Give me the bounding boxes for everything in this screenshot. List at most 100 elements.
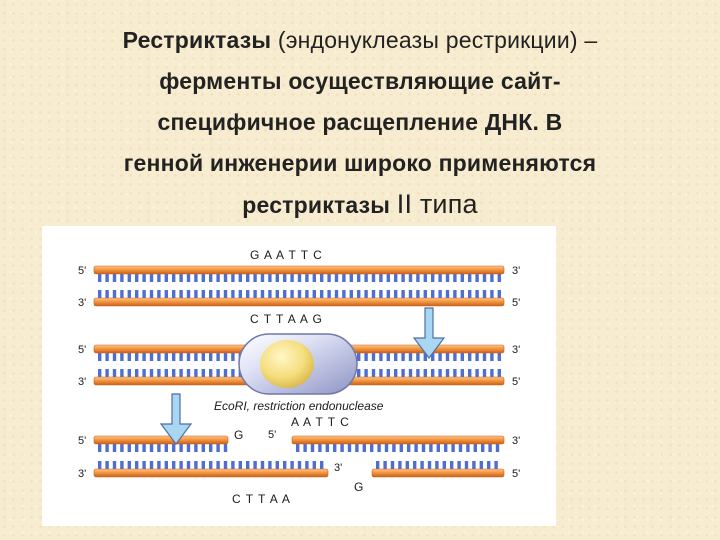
base-pair-tick [371,353,376,361]
base-pair-tick [416,369,420,377]
base-pair-tick [445,290,450,298]
base-pair-tick [157,444,161,452]
base-pair-tick [268,290,272,298]
base-pair-tick [157,290,161,298]
base-pair-tick [394,290,398,298]
base-pair-tick [407,444,411,452]
base-pair-tick [490,290,494,298]
base-pair-tick [179,274,183,282]
cut-arrow-down-icon [412,307,446,359]
base-pair-tick [142,444,146,452]
base-pair-tick [179,353,183,361]
base-pair-tick [120,461,124,469]
base-pair-tick [394,353,398,361]
base-pair-tick [209,461,213,469]
base-pair-tick [305,274,309,282]
base-pair-tick [487,461,491,469]
base-pair-tick [172,369,176,377]
base-pair-tick [377,444,381,452]
title-line-5-type: типа [412,189,478,219]
enzyme-active-site [260,340,314,388]
base-pair-tick [305,461,309,469]
strand-end-label: 5' [512,376,520,388]
base-pair-tick [475,274,479,282]
base-pair-tick [268,274,272,282]
base-pair-tick [497,274,501,282]
base-pair-tick [468,290,472,298]
base-pair-tick [194,353,198,361]
base-pair-tick [209,353,213,361]
backbone [371,468,505,478]
base-pair-tick [149,369,154,377]
base-pair-tick [112,290,117,298]
base-pair-tick [438,353,442,361]
base-pair-tick [164,274,168,282]
base-pair-tick [149,353,154,361]
base-pair-tick [105,461,109,469]
base-pair-tick [349,290,353,298]
base-pair-tick [475,290,479,298]
base-pair-tick [216,274,220,282]
base-pair-tick [408,290,413,298]
base-pair-tick [172,274,176,282]
base-pair-tick [223,353,228,361]
base-pair-tick [231,353,235,361]
base-pair-tick [379,353,383,361]
base-pair-tick [445,274,450,282]
base-pair-tick [405,461,409,469]
backbone [93,297,505,307]
base-pair-tick [142,461,146,469]
base-pair-tick [98,290,102,298]
title-line-4: генной инженерии широко применяются [123,150,597,176]
base-pair-tick [408,369,413,377]
base-pair-tick [164,290,168,298]
base-pair-tick [357,290,361,298]
base-pair-tick [142,369,146,377]
base-pair-tick [453,353,457,361]
base-pair-tick [135,369,139,377]
base-pair-tick [371,274,376,282]
title-line-5: рестриктазы II типа [10,184,710,226]
base-pair-tick [401,274,405,282]
cut-arrow-down-left-icon [159,393,193,445]
base-pair-tick [460,353,464,361]
base-pair-tick [253,290,257,298]
base-pair-tick [482,353,487,361]
base-pair-tick [275,290,279,298]
base-pair-tick [246,290,250,298]
base-pair-tick [275,461,279,469]
base-pair-tick [464,461,469,469]
base-pair-tick [209,290,213,298]
base-pair-tick [135,353,139,361]
base-pair-tick [357,369,361,377]
base-pair-tick [438,274,442,282]
base-pair-tick [423,290,427,298]
base-pair-tick [423,369,427,377]
base-pair-tick [312,274,316,282]
base-pair-tick [386,274,390,282]
base-pair-tick [435,461,439,469]
cut-arrows [159,307,446,445]
title-line-1: Рестриктазы (эндонуклеазы рестрикции) – [10,20,710,61]
base-pair-tick [179,369,183,377]
base-pair-tick [490,274,494,282]
base-pair-tick [475,369,479,377]
fragment-right-top [291,435,505,452]
base-pair-tick [479,461,483,469]
strand-end-label: 3' [512,435,520,447]
top-recognition-sequence: G A A T T C [250,248,323,262]
base-pair-tick [349,274,353,282]
base-pair-tick [149,461,154,469]
base-pair-tick [444,444,448,452]
base-pair-tick [135,274,139,282]
title-roman-numeral: II [396,189,413,219]
base-pair-tick [497,290,501,298]
base-pair-tick [442,461,446,469]
base-pair-tick [157,369,161,377]
base-pair-tick [392,444,396,452]
strand-end-label: 3' [78,468,86,480]
sticky-end-left-sequence: C T T A A [232,492,291,506]
base-pair-tick [431,274,435,282]
base-pair-tick [472,461,476,469]
base-pair-tick [386,369,390,377]
